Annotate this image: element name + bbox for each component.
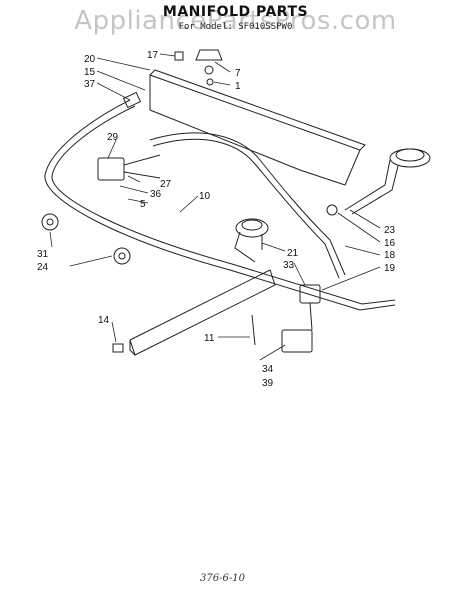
control-knob-31 — [41, 213, 59, 231]
callout-39: 39 — [262, 378, 274, 389]
callout-36: 36 — [150, 189, 162, 200]
callout-31: 31 — [37, 249, 49, 260]
callout-27: 27 — [160, 179, 172, 190]
callout-18: 18 — [384, 250, 396, 261]
regulator — [281, 329, 313, 353]
callout-16: 16 — [384, 238, 396, 249]
callout-24: 24 — [37, 262, 49, 273]
callout-11: 11 — [204, 333, 215, 344]
manifold-pipe — [44, 99, 396, 311]
callout-7: 7 — [235, 68, 241, 79]
watermark: AppliancePartsPros.com — [74, 6, 397, 36]
control-knob-24 — [113, 247, 131, 265]
callout-23: 23 — [384, 225, 396, 236]
model-subtitle: For Model: SF010SSPW0 — [178, 22, 293, 32]
footer-code: 376-6-10 — [200, 573, 245, 584]
callout-17: 17 — [147, 50, 159, 61]
callout-14: 14 — [98, 315, 110, 326]
lower-bracket — [129, 269, 276, 356]
callout-33: 33 — [283, 260, 295, 271]
callout-5: 5 — [140, 199, 146, 210]
callout-15: 15 — [84, 67, 96, 78]
callout-29: 29 — [107, 132, 119, 143]
callout-19: 19 — [384, 263, 396, 274]
callout-37: 37 — [84, 79, 96, 90]
gas-valve — [97, 157, 125, 181]
spacer-14 — [112, 343, 124, 353]
callout-20: 20 — [84, 54, 96, 65]
manifold-bracket — [149, 74, 361, 186]
callout-34: 34 — [262, 364, 274, 375]
callout-10: 10 — [199, 191, 211, 202]
callout-1: 1 — [235, 81, 241, 92]
callout-21: 21 — [287, 248, 299, 259]
diagram-title: MANIFOLD PARTS — [162, 4, 309, 20]
burner-head — [389, 148, 431, 168]
